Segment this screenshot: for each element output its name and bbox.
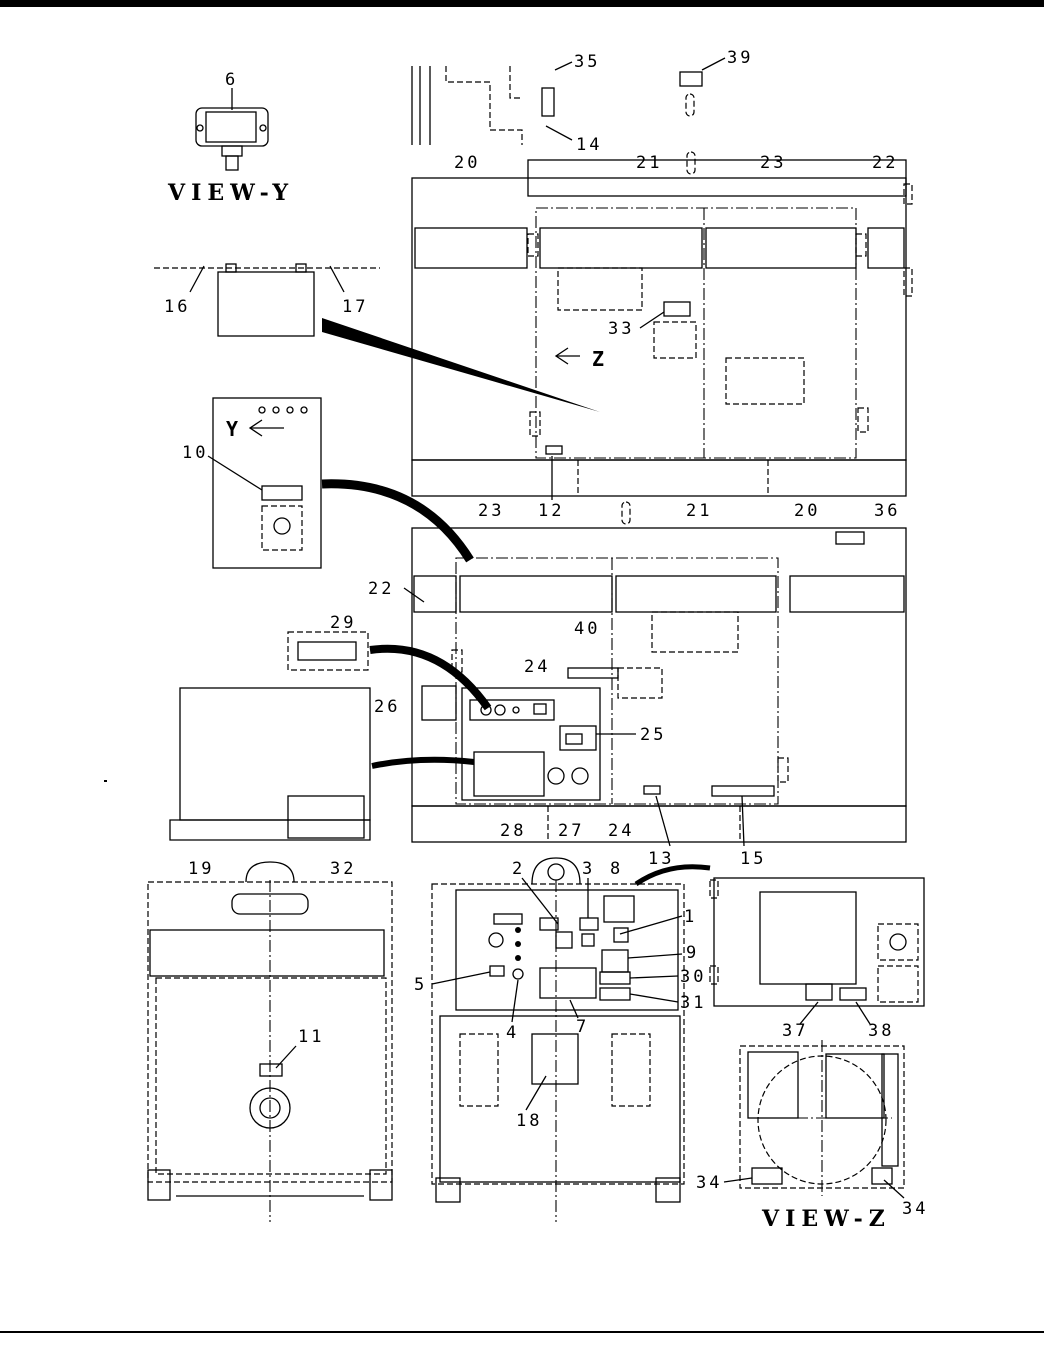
callout-21-lower: 21 (686, 501, 712, 521)
callout-2: 2 (512, 859, 525, 879)
callout-31: 31 (680, 993, 706, 1013)
stray-mark (104, 780, 107, 782)
callout-17: 17 (342, 297, 368, 317)
callout-40: 40 (574, 619, 600, 639)
callout-18: 18 (516, 1111, 542, 1131)
callout-16: 16 (164, 297, 190, 317)
front-view (147, 861, 393, 1222)
callout-12: 12 (538, 501, 564, 521)
callout-20-upper: 20 (454, 153, 480, 173)
callout-23-upper: 23 (760, 153, 786, 173)
callout-20-lower: 20 (794, 501, 820, 521)
callout-11: 11 (298, 1027, 324, 1047)
callout-8: 8 (610, 859, 623, 879)
lower-side-view (369, 501, 907, 843)
callout-24-top: 24 (524, 657, 550, 677)
callout-4: 4 (506, 1023, 519, 1043)
top-border (0, 0, 1044, 7)
callout-13: 13 (648, 849, 674, 869)
view-z-panel-detail (709, 877, 925, 1007)
side-cover-detail (169, 687, 371, 841)
callout-6: 6 (225, 70, 238, 90)
view-y-title: VIEW-Y (167, 180, 294, 206)
callout-21-upper: 21 (636, 153, 662, 173)
panel-detail-y (212, 397, 474, 569)
callout-35: 35 (574, 52, 600, 72)
view-z-title: VIEW-Z (761, 1206, 891, 1232)
battery-detail (154, 263, 600, 412)
callout-19: 19 (188, 859, 214, 879)
callout-3: 3 (582, 859, 595, 879)
rear-view (431, 857, 711, 1222)
callout-14: 14 (576, 135, 602, 155)
label-29-detail (287, 631, 369, 671)
callout-34-right: 34 (902, 1199, 928, 1219)
callout-33: 33 (608, 319, 634, 339)
callout-15: 15 (740, 849, 766, 869)
callout-1: 1 (684, 907, 697, 927)
callout-29: 29 (330, 613, 356, 633)
callout-22-upper: 22 (872, 153, 898, 173)
callout-37: 37 (782, 1021, 808, 1041)
callout-24-bottom: 24 (608, 821, 634, 841)
callout-22-lower: 22 (368, 579, 394, 599)
callout-10: 10 (182, 443, 208, 463)
view-y-detail (195, 88, 269, 171)
callout-28: 28 (500, 821, 526, 841)
callout-39: 39 (727, 48, 753, 68)
callout-26: 26 (374, 697, 400, 717)
upper-side-view (411, 151, 913, 497)
callout-36: 36 (874, 501, 900, 521)
callout-30: 30 (680, 967, 706, 987)
callout-5: 5 (414, 975, 427, 995)
callout-23-lower: 23 (478, 501, 504, 521)
y-arrow-marker: Y (226, 417, 238, 441)
view-z-bottom-detail (739, 1040, 905, 1196)
callout-7: 7 (576, 1017, 589, 1037)
rear-strip-fragment (411, 57, 726, 145)
callout-38: 38 (868, 1021, 894, 1041)
callout-9: 9 (686, 943, 699, 963)
callout-32: 32 (330, 859, 356, 879)
z-arrow-marker: Z (592, 347, 604, 371)
callout-25: 25 (640, 725, 666, 745)
callout-34-left: 34 (696, 1173, 722, 1193)
callout-27: 27 (558, 821, 584, 841)
